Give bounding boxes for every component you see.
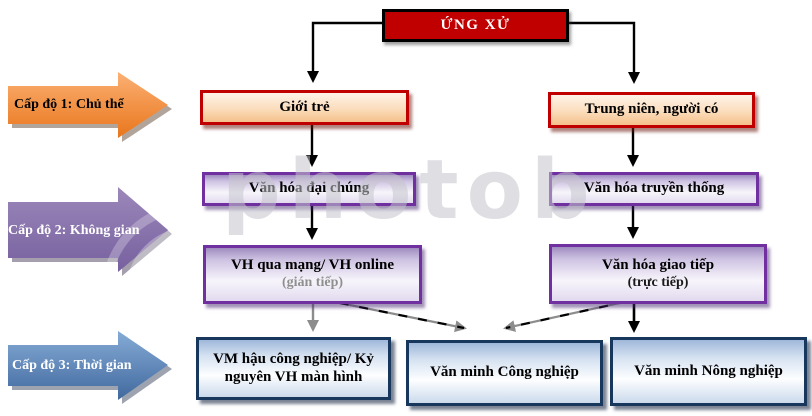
level1-arrow bbox=[8, 72, 168, 138]
node-vh-giao-tiep: Văn hóa giao tiếp (trực tiếp) bbox=[549, 244, 767, 304]
node-van-hoa-dai-chung-label: Văn hóa đại chúng bbox=[248, 180, 370, 197]
node-root-label: ỨNG XỬ bbox=[440, 16, 511, 33]
node-van-minh-cong-nghiep: Văn minh Công nghiệp bbox=[406, 340, 603, 406]
connector-root-to-right bbox=[562, 21, 640, 84]
node-vh-online-sublabel: (gián tiếp) bbox=[281, 275, 344, 291]
node-gioi-tre: Giới trẻ bbox=[200, 90, 409, 125]
watermark-arcs bbox=[101, 202, 195, 298]
node-van-minh-nong-nghiep: Văn minh Nông nghiệp bbox=[610, 337, 807, 406]
node-van-hoa-truyen-thong-label: Văn hóa truyền thống bbox=[583, 180, 725, 197]
level3-arrow bbox=[8, 331, 168, 400]
node-root: ỨNG XỬ bbox=[382, 9, 569, 42]
node-van-minh-nong-nghiep-label: Văn minh Nông nghiệp bbox=[634, 362, 783, 379]
node-trung-nien-label: Trung niên, người có bbox=[584, 101, 719, 118]
connector-root-to-left bbox=[307, 21, 382, 83]
level2-arrow bbox=[8, 187, 168, 272]
node-vh-giao-tiep-label: Văn hóa giao tiếp bbox=[601, 256, 715, 273]
node-van-minh-cong-nghiep-label: Văn minh Công nghiệp bbox=[430, 364, 579, 381]
node-trung-nien: Trung niên, người có bbox=[548, 92, 755, 128]
node-gioi-tre-label: Giới trẻ bbox=[279, 98, 330, 115]
node-van-hoa-truyen-thong: Văn hóa truyền thống bbox=[549, 172, 759, 206]
node-vh-giao-tiep-sublabel: (trực tiếp) bbox=[627, 274, 689, 290]
node-vm-hau-cong-nghiep-label: VM hậu công nghiệp/ Kỷ nguyên VH màn hìn… bbox=[213, 350, 374, 385]
node-vm-hau-cong-nghiep: VM hậu công nghiệp/ Kỷ nguyên VH màn hìn… bbox=[196, 337, 391, 400]
node-vh-online: VH qua mạng/ VH online (gián tiếp) bbox=[203, 245, 422, 304]
node-van-hoa-dai-chung: Văn hóa đại chúng bbox=[202, 172, 416, 206]
node-vh-online-label: VH qua mạng/ VH online bbox=[230, 257, 395, 274]
